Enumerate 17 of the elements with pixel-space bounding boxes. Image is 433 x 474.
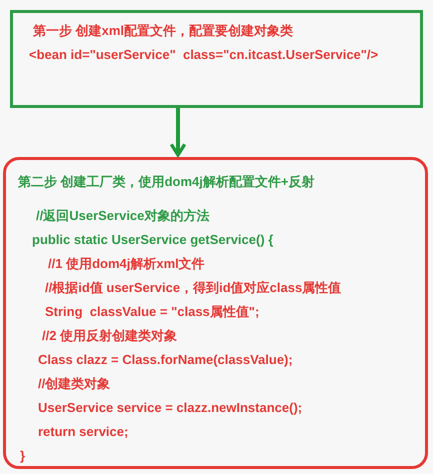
- code-line: public static UserService getService() {: [32, 231, 274, 249]
- step-heading: 第二步 创建工厂类，使用dom4j解析配置文件+反射: [18, 173, 314, 191]
- arrow: [170, 108, 186, 157]
- code-line: UserService service = clazz.newInstance();: [38, 399, 302, 417]
- code-box: [3, 157, 428, 469]
- code-line: //2 使用反射创建类对象: [42, 327, 178, 345]
- code-line: return service;: [38, 423, 128, 441]
- code-line: //返回UserService对象的方法: [36, 207, 210, 225]
- step-heading: 第一步 创建xml配置文件，配置要创建对象类: [33, 22, 294, 40]
- code-line: //创建类对象: [38, 375, 110, 393]
- code-line: String classValue = "class属性值";: [45, 303, 260, 321]
- step-box: [10, 10, 423, 108]
- code-line: <bean id="userService" class="cn.itcast.UserService"/>: [29, 46, 378, 64]
- code-line: }: [20, 447, 26, 465]
- code-line: Class clazz = Class.forName(classValue);: [38, 351, 293, 369]
- code-line: //1 使用dom4j解析xml文件: [48, 255, 205, 273]
- code-line: //根据id值 userService，得到id值对应class属性值: [45, 279, 342, 297]
